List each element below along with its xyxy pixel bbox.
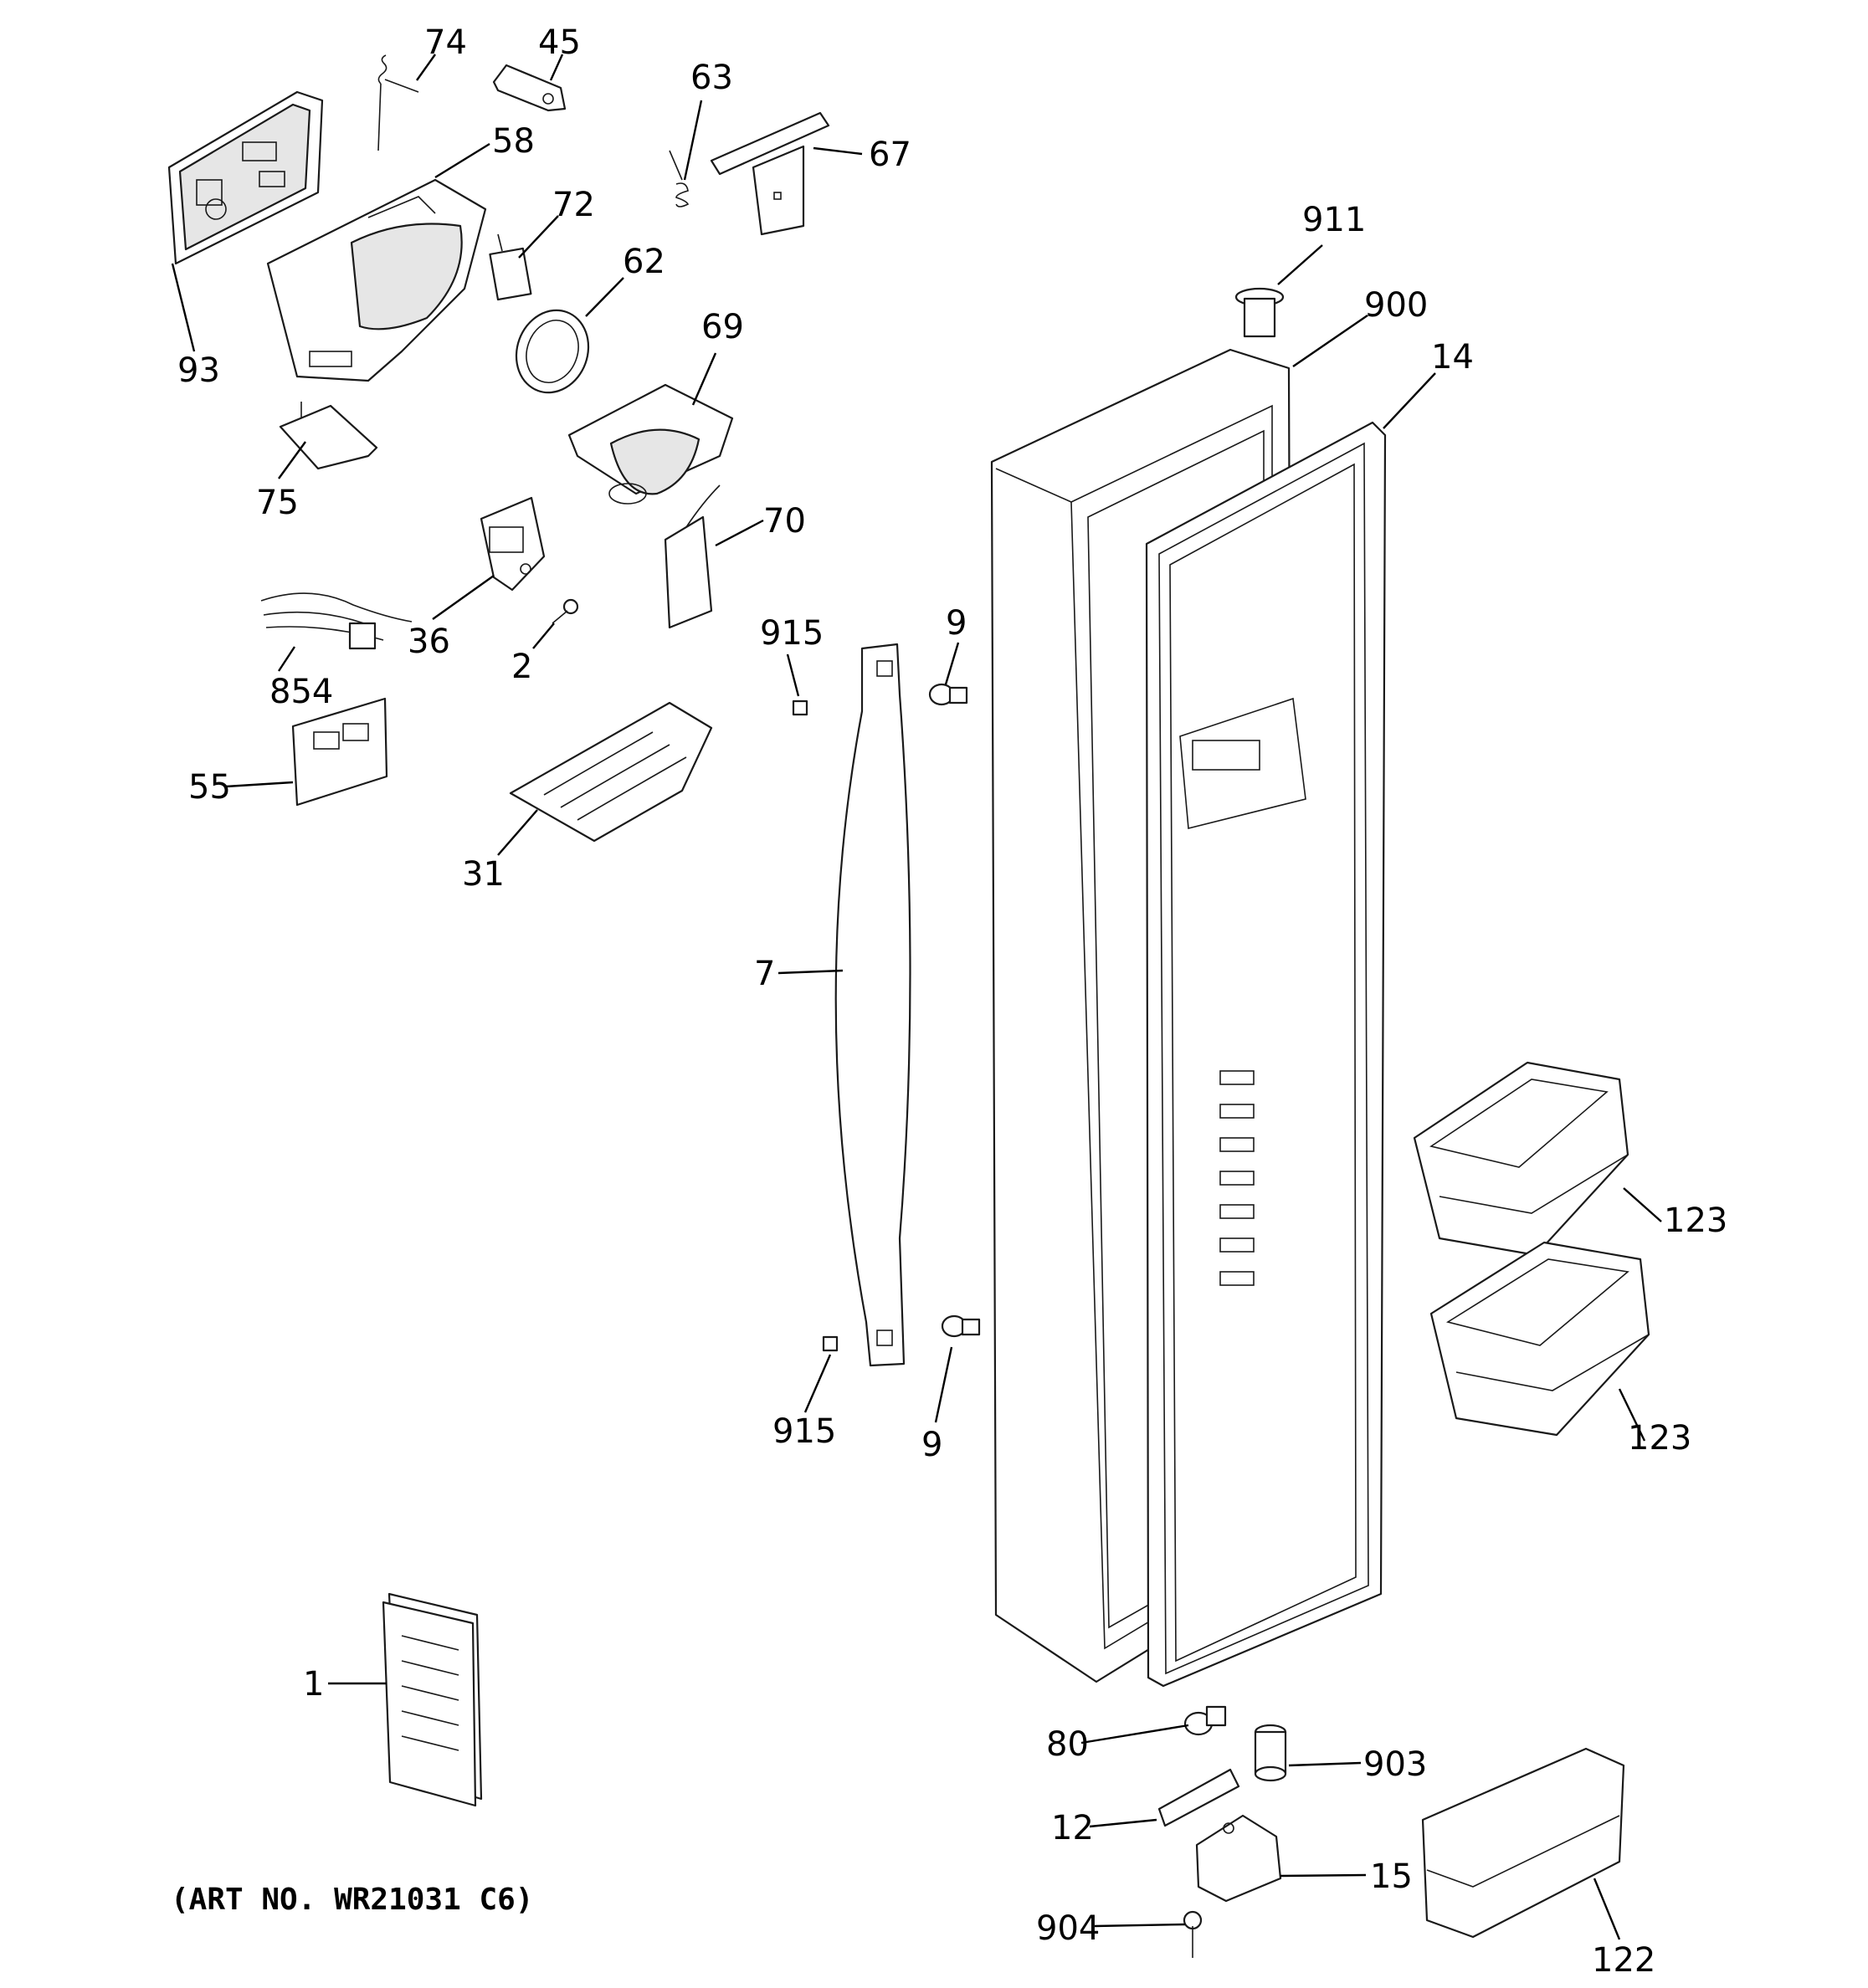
callout-36: 36 (408, 623, 450, 661)
part-69-ice-chute (567, 383, 734, 505)
callout-80: 80 (1046, 1725, 1089, 1764)
part-1-literature (382, 1592, 483, 1807)
callout-31: 31 (462, 855, 505, 894)
part-36-bracket (480, 496, 546, 592)
part-9-stud-lower (941, 1314, 981, 1338)
callout-122: 122 (1592, 1941, 1655, 1980)
callout-14: 14 (1431, 338, 1474, 377)
callout-903: 903 (1363, 1745, 1427, 1784)
part-72-switch (489, 233, 532, 301)
callout-45: 45 (538, 23, 581, 62)
callout-2: 2 (511, 648, 532, 686)
callout-55: 55 (188, 768, 231, 807)
part-2-screw (552, 598, 579, 624)
callout-70: 70 (763, 502, 806, 541)
callout-915: 915 (772, 1412, 836, 1451)
callout-93: 93 (177, 351, 220, 390)
callout-915: 915 (760, 614, 824, 653)
callout-123: 123 (1664, 1202, 1727, 1240)
part-70-shield (664, 484, 721, 629)
part-903-bushing (1254, 1724, 1287, 1782)
callout-904: 904 (1036, 1909, 1100, 1948)
part-14-door-gasket (1145, 421, 1387, 1688)
part-80-stud (1183, 1705, 1227, 1736)
part-7-door-handle (834, 643, 911, 1367)
part-63-spring (669, 150, 690, 208)
part-75-cover (279, 402, 378, 470)
callout-854: 854 (269, 673, 333, 711)
callout-72: 72 (552, 186, 595, 224)
part-31-drip-tray (509, 701, 713, 843)
callout-1: 1 (303, 1665, 324, 1704)
callout-74: 74 (424, 23, 467, 62)
part-915-screw-lower (822, 1335, 839, 1352)
callout-63: 63 (690, 59, 733, 97)
callout-9: 9 (946, 604, 967, 643)
part-911-bushing (1234, 287, 1285, 338)
part-58-dispenser-housing (266, 178, 487, 382)
door-dispenser-recess (1179, 697, 1306, 830)
part-62-ring (515, 309, 590, 394)
callout-62: 62 (623, 243, 665, 281)
leader-lines (171, 54, 1662, 1940)
callout-67: 67 (869, 136, 911, 174)
part-123-door-bin-upper (1413, 1061, 1629, 1257)
callout-911: 911 (1302, 201, 1366, 239)
callout-15: 15 (1370, 1857, 1413, 1896)
callout-12: 12 (1051, 1809, 1094, 1847)
callout-69: 69 (701, 308, 744, 346)
part-904-screw (1183, 1910, 1203, 1958)
part-854-wiring-harness (260, 592, 413, 650)
part-12-plate (1157, 1768, 1240, 1827)
part-123-door-bin-lower (1429, 1241, 1650, 1437)
callout-9: 9 (921, 1426, 942, 1464)
part-45-bracket (492, 64, 567, 112)
part-9-stud-upper (928, 683, 968, 706)
part-55-board (291, 697, 388, 807)
part-93-control-board (167, 90, 324, 265)
part-15-hinge (1195, 1814, 1282, 1903)
door-shelf-tabs (1219, 1070, 1255, 1286)
art-number-label: (ART NO. WR21031 C6) (171, 1883, 534, 1917)
callout-123: 123 (1628, 1419, 1691, 1458)
part-74-spring (377, 54, 419, 151)
part-915-screw-upper (792, 699, 808, 716)
part-122-door-bin-bottom (1421, 1747, 1625, 1939)
callout-7: 7 (754, 955, 775, 993)
part-67-actuator-bracket (710, 111, 830, 236)
callout-900: 900 (1364, 286, 1428, 325)
callout-75: 75 (256, 484, 299, 522)
callout-58: 58 (492, 122, 535, 161)
